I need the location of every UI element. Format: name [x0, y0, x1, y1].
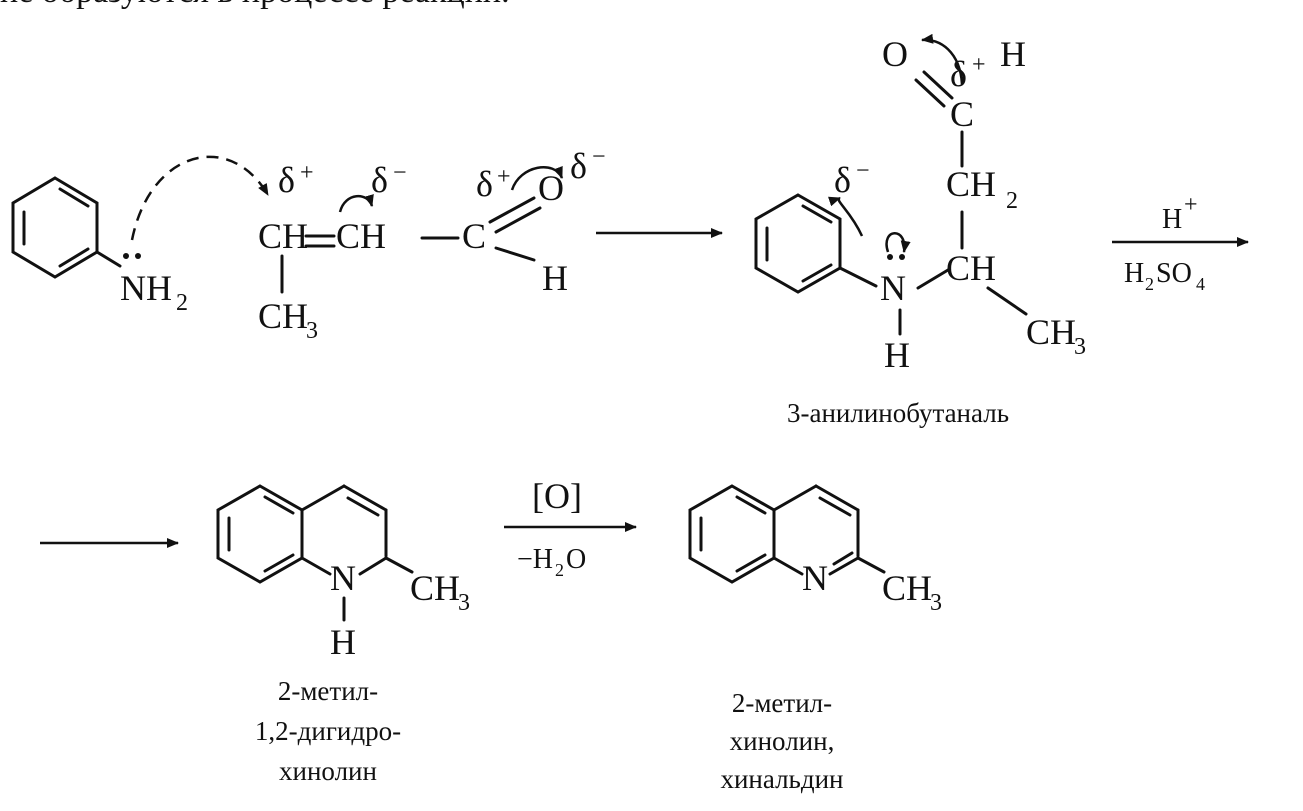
delta-plus-c1: δ	[278, 160, 295, 200]
amine-n: N	[120, 268, 146, 308]
carbonyl-o: O	[538, 168, 564, 208]
aniline: N H 2	[11, 176, 188, 316]
cond-so: SO	[1156, 258, 1192, 289]
delta-minus-ring: δ	[834, 160, 851, 200]
amine-h-sub: 2	[176, 290, 188, 316]
ring-n: N	[330, 558, 356, 598]
product2-name-line3: хинальдин	[720, 764, 843, 794]
charge-plus: +	[300, 160, 314, 186]
c2: CH	[336, 216, 386, 256]
ch3-sub: 3	[930, 590, 942, 616]
delta-minus-o: δ	[570, 146, 587, 186]
product2-name-line1: 2-метил-	[732, 688, 832, 718]
delta-minus-c2: δ	[371, 160, 388, 200]
cond-h: H	[1162, 204, 1182, 235]
ch3-group: CH	[882, 568, 932, 608]
charge-minus: −	[592, 144, 606, 170]
carbonyl-c: C	[950, 94, 974, 134]
intermediate-name: 3-анилинобутаналь	[787, 398, 1009, 428]
aldehyde-h: H	[1000, 34, 1026, 74]
benzene-ring	[216, 484, 304, 584]
ch3-sub: 3	[458, 590, 470, 616]
quinaldine: N CH 3 2-метил- хинолин, хинальдин	[688, 484, 942, 794]
charge-plus: +	[972, 52, 986, 78]
dihydroquinoline: N H CH 3 2-метил- 1,2-дигидро- хинолин	[216, 484, 470, 786]
anilinobutanal: δ − N H CH CH 3 CH 2 C O δ + H 3-анилино…	[754, 33, 1086, 428]
amine-n: N	[880, 268, 906, 308]
ring-nh: H	[330, 622, 356, 662]
ch2-sub: 2	[1006, 188, 1018, 214]
amine-h: H	[146, 268, 172, 308]
carbonyl-o: O	[882, 34, 908, 74]
c3: C	[462, 216, 486, 256]
ch3-sub: 3	[1074, 334, 1086, 360]
crotonaldehyde: δ + CH CH δ − C δ + O δ − H CH 3	[258, 144, 606, 344]
product2-name-line2: хинолин,	[730, 726, 835, 756]
cond-sub: 4	[1196, 274, 1205, 294]
benzene-ring	[754, 193, 842, 294]
benzene-ring	[11, 176, 99, 279]
charge-minus: −	[856, 158, 870, 184]
cond-sub: 2	[555, 560, 564, 580]
ch3-group: CH	[410, 568, 460, 608]
charge-plus: +	[497, 164, 511, 190]
ch3-sub: 3	[306, 318, 318, 344]
benzene-ring	[688, 484, 776, 584]
product1-name-line3: хинолин	[279, 756, 377, 786]
product1-name-line2: 1,2-дигидро-	[255, 716, 401, 746]
cond-minus-h2: −H	[517, 544, 553, 575]
amine-h: H	[884, 335, 910, 375]
c1: CH	[258, 216, 308, 256]
ch3-group: CH	[1026, 312, 1076, 352]
cond-h-sup: +	[1184, 192, 1198, 218]
cond-sub: 2	[1145, 274, 1154, 294]
header-fragment: не образуются в процессе реакции.	[0, 0, 510, 10]
attack-arrow	[130, 155, 270, 241]
delta-plus-c3: δ	[476, 164, 493, 204]
ch-group: CH	[946, 248, 996, 288]
cond-o: O	[566, 544, 586, 575]
cond-oxidant: [O]	[532, 476, 582, 516]
conditions-acid: H + H 2 SO 4	[1112, 192, 1249, 294]
delta-plus-c: δ	[950, 54, 967, 94]
conditions-oxidation: [O] −H 2 O	[504, 476, 637, 580]
ring-n: N	[802, 558, 828, 598]
ch2-group: CH	[946, 164, 996, 204]
cond-h2: H	[1124, 258, 1144, 289]
product1-name-line1: 2-метил-	[278, 676, 378, 706]
charge-minus: −	[393, 160, 407, 186]
aldehyde-h: H	[542, 258, 568, 298]
ch3-group: CH	[258, 296, 308, 336]
